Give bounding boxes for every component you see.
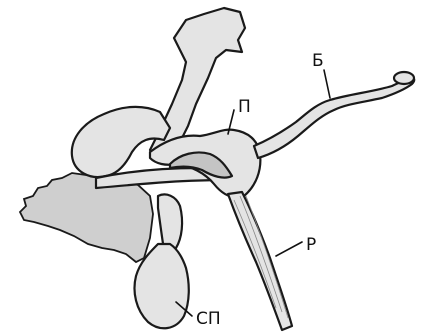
right-vessel <box>254 77 414 158</box>
label-r: Р <box>306 235 316 255</box>
leader-r <box>276 242 302 256</box>
label-b: Б <box>312 51 324 71</box>
label-sp: СП <box>196 309 221 329</box>
label-p: П <box>238 97 251 117</box>
tissue-fragment <box>20 173 153 262</box>
sac-stalk <box>158 194 182 250</box>
leader-b <box>324 70 330 98</box>
vessel-end-loop <box>394 72 414 84</box>
lower-cord <box>228 192 292 330</box>
